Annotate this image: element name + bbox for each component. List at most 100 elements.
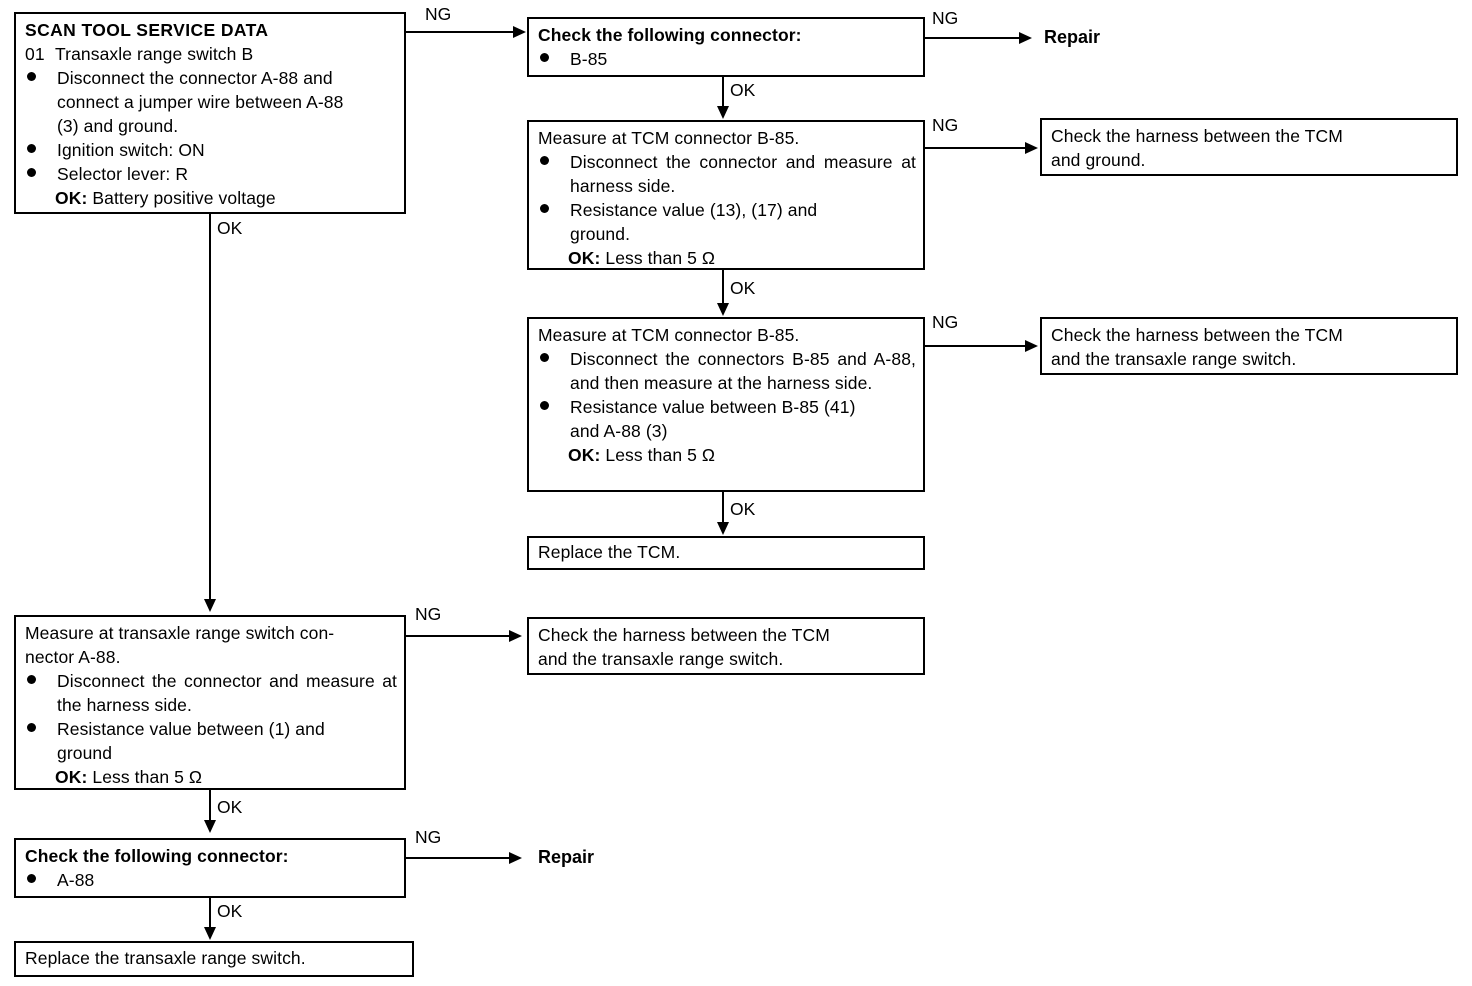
edge-label-ok2: OK (730, 278, 756, 298)
bullet-dot-icon (25, 138, 57, 162)
edge-ng4-line (405, 635, 511, 637)
edge-label-ng5: NG (415, 827, 442, 847)
edge-label-ng3: NG (932, 312, 959, 332)
edge-label-ng1: NG (425, 4, 452, 24)
replace-switch-heading: Replace the transaxle range switch. (25, 948, 306, 968)
edge-label-ok6: OK (217, 901, 243, 921)
scan-tool-bullet-1-line-2: connect a jumper wire between A-88 (57, 92, 344, 112)
measure-a88-bullet-1-text: Disconnect the connector and measure at … (57, 671, 397, 715)
edge-ok6-line (209, 898, 211, 928)
box-measure-b85-ground[interactable]: Measure at TCM connector B-85. Disconnec… (527, 120, 925, 270)
edge-ng3-line (925, 345, 1027, 347)
bullet-dot-icon (25, 717, 57, 741)
edge-label-ok1: OK (730, 80, 756, 100)
check-harness-tcm-switch-upper-line-2: and the transaxle range switch. (1051, 349, 1297, 369)
scan-tool-code-name: Transaxle range switch B (55, 44, 254, 64)
edge-ng2-line (925, 147, 1027, 149)
edge-ng4-arrowhead (509, 630, 522, 642)
box-check-harness-tcm-switch-middle[interactable]: Check the harness between the TCM and th… (527, 617, 925, 675)
measure-a88-heading-line-2: nector A-88. (25, 647, 121, 667)
scan-tool-ok-row: OK: Battery positive voltage (25, 186, 397, 210)
check-connector-a88-heading: Check the following connector: (25, 846, 289, 866)
scan-tool-code-row: 01 Transaxle range switch B (25, 42, 397, 66)
edge-ok4-arrowhead (204, 599, 216, 612)
edge-ok4-line (209, 214, 211, 600)
edge-label-ok4: OK (217, 218, 243, 238)
measure-b85-ground-bullet-1: Disconnect the connector and measure at … (538, 150, 916, 198)
edge-ok3-line (722, 492, 724, 523)
edge-label-ok3: OK (730, 499, 756, 519)
check-harness-tcm-ground-line-1: Check the harness between the TCM (1051, 126, 1343, 146)
edge-label-ng4: NG (415, 604, 442, 624)
edge-ok2-line (722, 270, 724, 303)
check-connector-b85-bullet-1-text: B-85 (570, 49, 608, 69)
measure-b85-ground-bullet-2: Resistance value (13), (17) and ground. (538, 198, 916, 246)
bullet-dot-icon (25, 669, 57, 693)
measure-a88-bullet-2-line-1: Resistance value between (1) and (57, 719, 325, 739)
box-check-connector-a88[interactable]: Check the following connector: A-88 (14, 838, 406, 898)
scan-tool-bullet-2-text: Ignition switch: ON (57, 140, 205, 160)
terminal-repair-top: Repair (1044, 27, 1101, 47)
box-measure-b85-a88[interactable]: Measure at TCM connector B-85. Disconnec… (527, 317, 925, 492)
terminal-repair-bottom: Repair (538, 847, 595, 867)
edge-ng-repair-top-arrowhead (1019, 32, 1032, 44)
measure-b85-a88-bullet-2-line-2: and A-88 (3) (570, 421, 668, 441)
box-check-connector-b85[interactable]: Check the following connector: B-85 (527, 17, 925, 77)
scan-tool-ok-label: OK: (55, 188, 88, 208)
measure-b85-a88-heading: Measure at TCM connector B-85. (538, 325, 800, 345)
bullet-dot-icon (25, 66, 57, 90)
bullet-dot-icon (25, 868, 57, 892)
box-check-harness-tcm-switch-upper[interactable]: Check the harness between the TCM and th… (1040, 317, 1458, 375)
scan-tool-bullet-1-line-3: (3) and ground. (57, 116, 179, 136)
edge-ng-repair-top-line (925, 37, 1024, 39)
scan-tool-code-number: 01 (25, 44, 45, 64)
edge-ok5-line (209, 790, 211, 822)
edge-ng1-arrowhead (513, 26, 526, 38)
edge-ok2-arrowhead (717, 303, 729, 316)
edge-ng5-arrowhead (509, 852, 522, 864)
bullet-dot-icon (538, 395, 570, 419)
box-measure-a88[interactable]: Measure at transaxle range switch con- n… (14, 615, 406, 790)
measure-a88-ok-row: OK: Less than 5 Ω (25, 765, 397, 789)
scan-tool-title: SCAN TOOL SERVICE DATA (25, 20, 269, 40)
edge-label-ng2: NG (932, 115, 959, 135)
measure-b85-a88-bullet-2: Resistance value between B-85 (41) and A… (538, 395, 916, 443)
measure-a88-heading-line-1: Measure at transaxle range switch con- (25, 623, 335, 643)
edge-ng1-line (405, 31, 514, 33)
measure-a88-bullet-2: Resistance value between (1) and ground (25, 717, 397, 765)
check-harness-tcm-switch-middle-line-1: Check the harness between the TCM (538, 625, 830, 645)
edge-ng5-line (405, 857, 511, 859)
check-harness-tcm-switch-upper-line-1: Check the harness between the TCM (1051, 325, 1343, 345)
measure-b85-ground-ok-label: OK: (568, 248, 601, 268)
edge-ok1-arrowhead (717, 106, 729, 119)
measure-b85-ground-bullet-2-line-2: ground. (570, 224, 631, 244)
check-connector-b85-heading: Check the following connector: (538, 25, 802, 45)
measure-a88-ok-value: Less than 5 Ω (92, 767, 203, 787)
check-connector-a88-bullet-1: A-88 (25, 868, 397, 892)
box-scan-tool-service-data[interactable]: SCAN TOOL SERVICE DATA 01 Transaxle rang… (14, 12, 406, 214)
measure-b85-ground-ok-value: Less than 5 Ω (605, 248, 716, 268)
scan-tool-bullet-1-line-1: Disconnect the connector A-88 and (57, 68, 333, 88)
box-check-harness-tcm-ground[interactable]: Check the harness between the TCM and gr… (1040, 118, 1458, 176)
box-replace-tcm[interactable]: Replace the TCM. (527, 536, 925, 570)
scan-tool-bullet-3: Selector lever: R (25, 162, 397, 186)
edge-ok3-arrowhead (717, 522, 729, 535)
scan-tool-bullet-1: Disconnect the connector A-88 and connec… (25, 66, 397, 138)
measure-b85-a88-bullet-1: Disconnect the connectors B-85 and A-88,… (538, 347, 916, 395)
edge-ng2-arrowhead (1025, 142, 1038, 154)
bullet-dot-icon (538, 47, 570, 71)
box-replace-transaxle-range-switch[interactable]: Replace the transaxle range switch. (14, 941, 414, 977)
measure-a88-bullet-2-line-2: ground (57, 743, 113, 763)
measure-b85-ground-bullet-2-line-1: Resistance value (13), (17) and (570, 200, 818, 220)
scan-tool-bullet-2: Ignition switch: ON (25, 138, 397, 162)
edge-ng3-arrowhead (1025, 340, 1038, 352)
scan-tool-bullet-3-text: Selector lever: R (57, 164, 189, 184)
measure-b85-ground-heading: Measure at TCM connector B-85. (538, 128, 800, 148)
bullet-dot-icon (538, 347, 570, 371)
check-harness-tcm-switch-middle-line-2: and the transaxle range switch. (538, 649, 784, 669)
check-connector-a88-bullet-1-text: A-88 (57, 870, 95, 890)
bullet-dot-icon (538, 150, 570, 174)
measure-b85-ground-ok-row: OK: Less than 5 Ω (538, 246, 916, 270)
measure-b85-a88-ok-row: OK: Less than 5 Ω (538, 443, 916, 467)
